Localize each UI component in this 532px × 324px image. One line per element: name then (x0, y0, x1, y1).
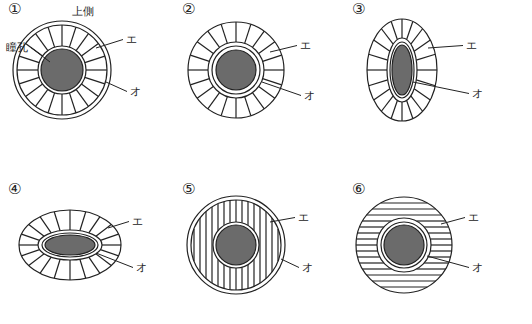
part-label: エ (300, 40, 311, 51)
leader-lines (31, 40, 469, 268)
iris-2 (188, 22, 284, 118)
leader-line (413, 82, 469, 94)
part-label: オ (472, 88, 483, 99)
part-label: オ (472, 262, 483, 273)
part-label: オ (136, 262, 147, 273)
part-label: オ (304, 90, 315, 101)
leader-line (428, 46, 463, 49)
panel-number: ③ (352, 2, 365, 17)
part-label: エ (132, 216, 143, 227)
leader-line (270, 218, 295, 223)
leader-line (441, 218, 465, 225)
panel-number: ① (8, 2, 21, 17)
orientation-label: 上側 (72, 6, 94, 17)
leader-line (31, 48, 50, 63)
part-label: エ (126, 34, 137, 45)
panel-number: ⑤ (182, 182, 195, 197)
leader-line (96, 253, 133, 268)
part-label: エ (466, 40, 477, 51)
iris-4 (19, 210, 121, 280)
leader-line (281, 259, 299, 268)
part-label: オ (302, 262, 313, 273)
iris-3 (367, 19, 437, 121)
iris-5 (187, 196, 285, 294)
leader-line (96, 40, 123, 49)
leader-line (427, 256, 469, 268)
panel-number: ② (182, 2, 195, 17)
iris-6 (356, 197, 452, 293)
panel-number: ⑥ (352, 182, 365, 197)
iris-1 (13, 21, 111, 119)
leader-line (108, 222, 129, 229)
leader-line (270, 46, 297, 53)
part-label: エ (298, 212, 309, 223)
panel-number: ④ (8, 182, 21, 197)
leader-line (106, 82, 127, 92)
part-label: エ (468, 212, 479, 223)
part-label: 瞳孔 (6, 42, 28, 53)
leader-line (262, 82, 301, 96)
part-label: オ (130, 86, 141, 97)
